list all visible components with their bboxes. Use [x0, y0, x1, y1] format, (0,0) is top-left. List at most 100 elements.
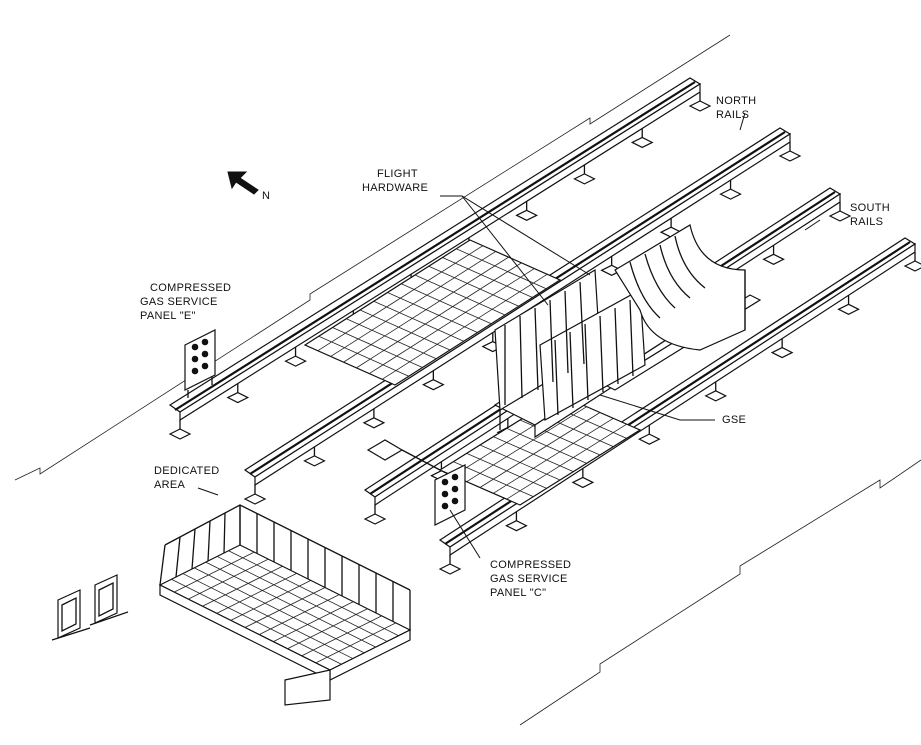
grid-line — [318, 335, 409, 377]
flight-hardware — [494, 224, 746, 421]
label-dedicated-area: DEDICATED AREA — [154, 465, 219, 491]
panel-knob — [191, 367, 199, 375]
panel-knob — [441, 502, 449, 510]
guard-rail-post — [159, 544, 166, 586]
north-grid-platform — [303, 239, 562, 386]
support-foot — [770, 346, 794, 359]
label-south-rails: SOUTH RAILS — [850, 202, 890, 228]
south-rails-line-1: SOUTH — [850, 202, 890, 214]
grid-line — [343, 256, 509, 363]
cradle-left — [494, 268, 646, 421]
grid-line — [317, 245, 484, 352]
panel-e-line-3: PANEL "E" — [140, 310, 196, 322]
label-flight-hardware: FLIGHT HARDWARE — [362, 168, 428, 194]
grid-line — [287, 608, 368, 650]
support-foot — [168, 428, 192, 440]
panel-knob — [191, 355, 199, 363]
north-rails — [168, 77, 802, 505]
panel-c-line-3: PANEL "C" — [490, 587, 546, 599]
grid-line — [332, 327, 423, 368]
guard-rail-post — [207, 520, 211, 562]
label-panel-e: COMPRESSED GAS SERVICE PANEL "E" — [140, 282, 231, 322]
support-foot — [226, 391, 250, 404]
panel-knob — [451, 473, 459, 481]
grid-line — [202, 565, 283, 607]
support-foot — [637, 433, 661, 445]
grid-line — [506, 423, 627, 500]
grid-line — [230, 580, 312, 621]
cradle-right — [614, 224, 746, 351]
grid-line — [244, 587, 326, 628]
panel-knob — [451, 485, 459, 493]
support-foot — [704, 390, 728, 402]
grid-line — [346, 318, 437, 360]
compass-label: N — [262, 190, 270, 202]
panel-c-line-1: COMPRESSED — [490, 559, 571, 571]
support-foot — [903, 260, 921, 272]
support-foot — [778, 150, 802, 162]
leader-lines — [197, 112, 821, 559]
support-foot — [828, 210, 852, 222]
grid-line — [401, 283, 492, 325]
grid-line — [479, 412, 601, 488]
panel-e-line-2: GAS SERVICE — [140, 296, 218, 308]
grid-line — [456, 248, 547, 290]
dedicated-area-platform — [158, 504, 412, 706]
panel-knob — [441, 478, 449, 486]
support-foot — [571, 476, 595, 489]
support-foot — [630, 136, 654, 149]
south-rails-line-2: RAILS — [850, 216, 883, 228]
grid-line — [330, 251, 496, 357]
grid-line — [387, 292, 478, 333]
flight-hardware-line-2: HARDWARE — [362, 182, 428, 194]
support-foot — [837, 303, 860, 315]
support-foot — [243, 493, 267, 505]
floor-seam-lines — [14, 34, 921, 726]
grid-line — [356, 262, 522, 369]
support-foot — [362, 417, 386, 429]
guard-rail-post — [223, 512, 226, 554]
gas-panel-c — [434, 464, 466, 526]
support-foot — [762, 253, 785, 265]
support-foot — [573, 173, 596, 185]
support-foot — [303, 455, 326, 467]
label-panel-c: COMPRESSED GAS SERVICE PANEL "C" — [490, 559, 571, 599]
panel-knob — [191, 343, 199, 351]
label-north-rails: NORTH RAILS — [716, 95, 756, 121]
grid-line — [258, 594, 340, 635]
grid-line — [442, 257, 533, 298]
north-rails-line-2: RAILS — [716, 109, 749, 121]
guard-rail-post — [191, 528, 196, 570]
support-foot — [438, 563, 462, 575]
grid-line — [414, 274, 506, 316]
support-foot — [284, 355, 307, 367]
north-arrow-icon — [227, 171, 259, 195]
south-grid-platform — [438, 394, 642, 506]
grid-line — [369, 268, 535, 374]
panel-knob — [201, 338, 209, 346]
panel-knob — [201, 362, 209, 370]
small-console — [366, 439, 441, 471]
grid-line — [428, 265, 519, 307]
support-foot — [515, 209, 539, 222]
panel-knob — [201, 350, 209, 358]
grid-line — [301, 615, 382, 657]
south-rail-supports — [363, 202, 921, 575]
support-foot — [719, 188, 742, 200]
grid-line — [315, 622, 397, 664]
panel-knob — [441, 490, 449, 498]
panel-e-line-1: COMPRESSED — [150, 282, 231, 294]
panel-knob — [451, 497, 459, 505]
support-foot — [505, 520, 528, 532]
dedicated-area-line-1: DEDICATED — [154, 465, 219, 477]
grid-line — [381, 273, 548, 380]
label-gse: GSE — [722, 414, 746, 426]
grid-line — [493, 417, 614, 494]
grid-line — [188, 558, 269, 600]
gas-panel-e — [184, 329, 216, 398]
grid-line — [273, 601, 354, 643]
flight-hardware-line-1: FLIGHT — [377, 168, 418, 180]
grid-line — [373, 300, 464, 342]
